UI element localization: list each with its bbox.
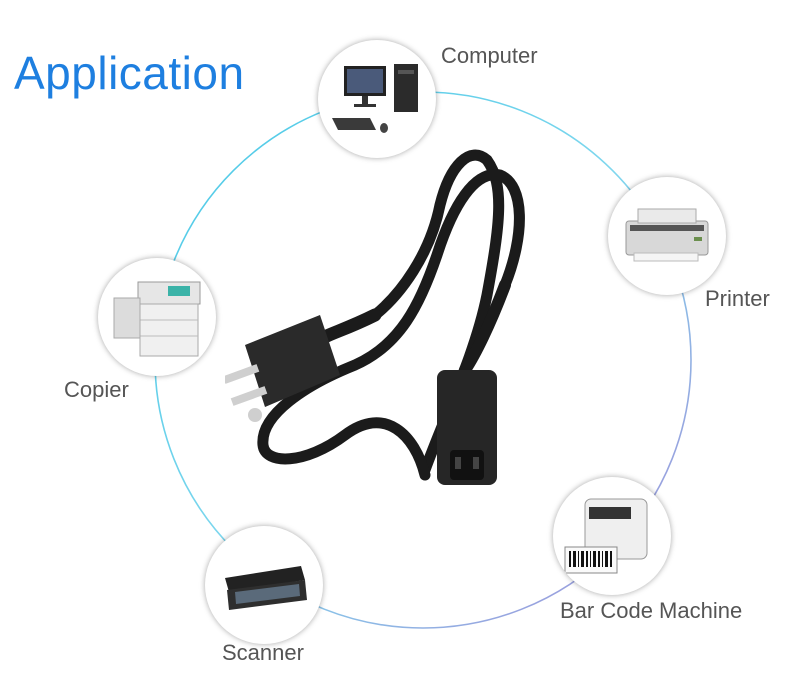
printer-icon (625, 208, 709, 262)
barcode-thumbnail (553, 477, 671, 595)
scanner-thumbnail (205, 526, 323, 644)
scanner-icon (225, 566, 307, 610)
printer-thumbnail (608, 177, 726, 295)
device-label-computer: Computer (441, 43, 538, 68)
barcode-printer-icon (564, 498, 648, 574)
device-label-printer: Printer (705, 286, 770, 311)
device-label-barcode: Bar Code Machine (560, 598, 743, 623)
copier-icon (113, 281, 201, 357)
page-title: Application (14, 47, 245, 99)
computer-icon (332, 64, 418, 133)
device-label-scanner: Scanner (222, 640, 304, 665)
power-cord-icon (225, 149, 525, 485)
device-label-copier: Copier (64, 377, 129, 402)
copier-thumbnail (98, 258, 216, 376)
computer-thumbnail (318, 40, 436, 158)
